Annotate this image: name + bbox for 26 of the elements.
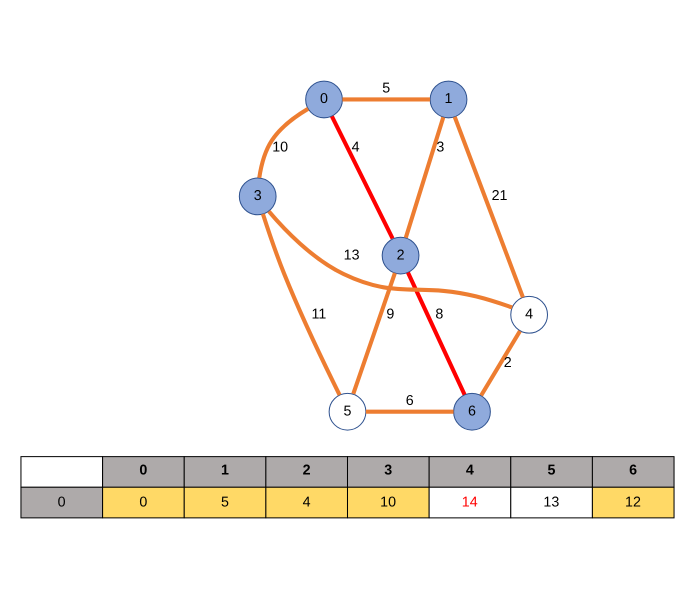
label: 5 <box>220 494 229 510</box>
label: 4 <box>466 462 474 479</box>
label: 0 <box>139 462 148 479</box>
label: 10 <box>380 494 396 510</box>
edge-label: 6 <box>406 392 414 409</box>
label: 14 <box>462 494 478 510</box>
label: 4 <box>302 494 311 510</box>
label: 0 <box>58 494 66 510</box>
edge-label: 11 <box>312 306 326 323</box>
edge-label: 5 <box>382 80 390 97</box>
label: 13 <box>543 494 560 510</box>
label: 0 <box>139 494 148 510</box>
label: 6 <box>629 462 638 479</box>
label: 2 <box>302 462 311 479</box>
edge-label: 10 <box>272 140 288 156</box>
edge-label: 9 <box>386 306 394 323</box>
label: 12 <box>625 494 641 510</box>
edge-label: 8 <box>435 306 444 323</box>
edge-label: 3 <box>436 140 444 156</box>
edge-label: 2 <box>504 355 512 372</box>
edge-label: 21 <box>492 188 508 204</box>
label: 5 <box>548 462 556 479</box>
label: 1 <box>220 462 229 479</box>
edge-label: 13 <box>344 247 360 264</box>
edge-label: 4 <box>352 140 360 156</box>
label: 3 <box>384 462 392 479</box>
